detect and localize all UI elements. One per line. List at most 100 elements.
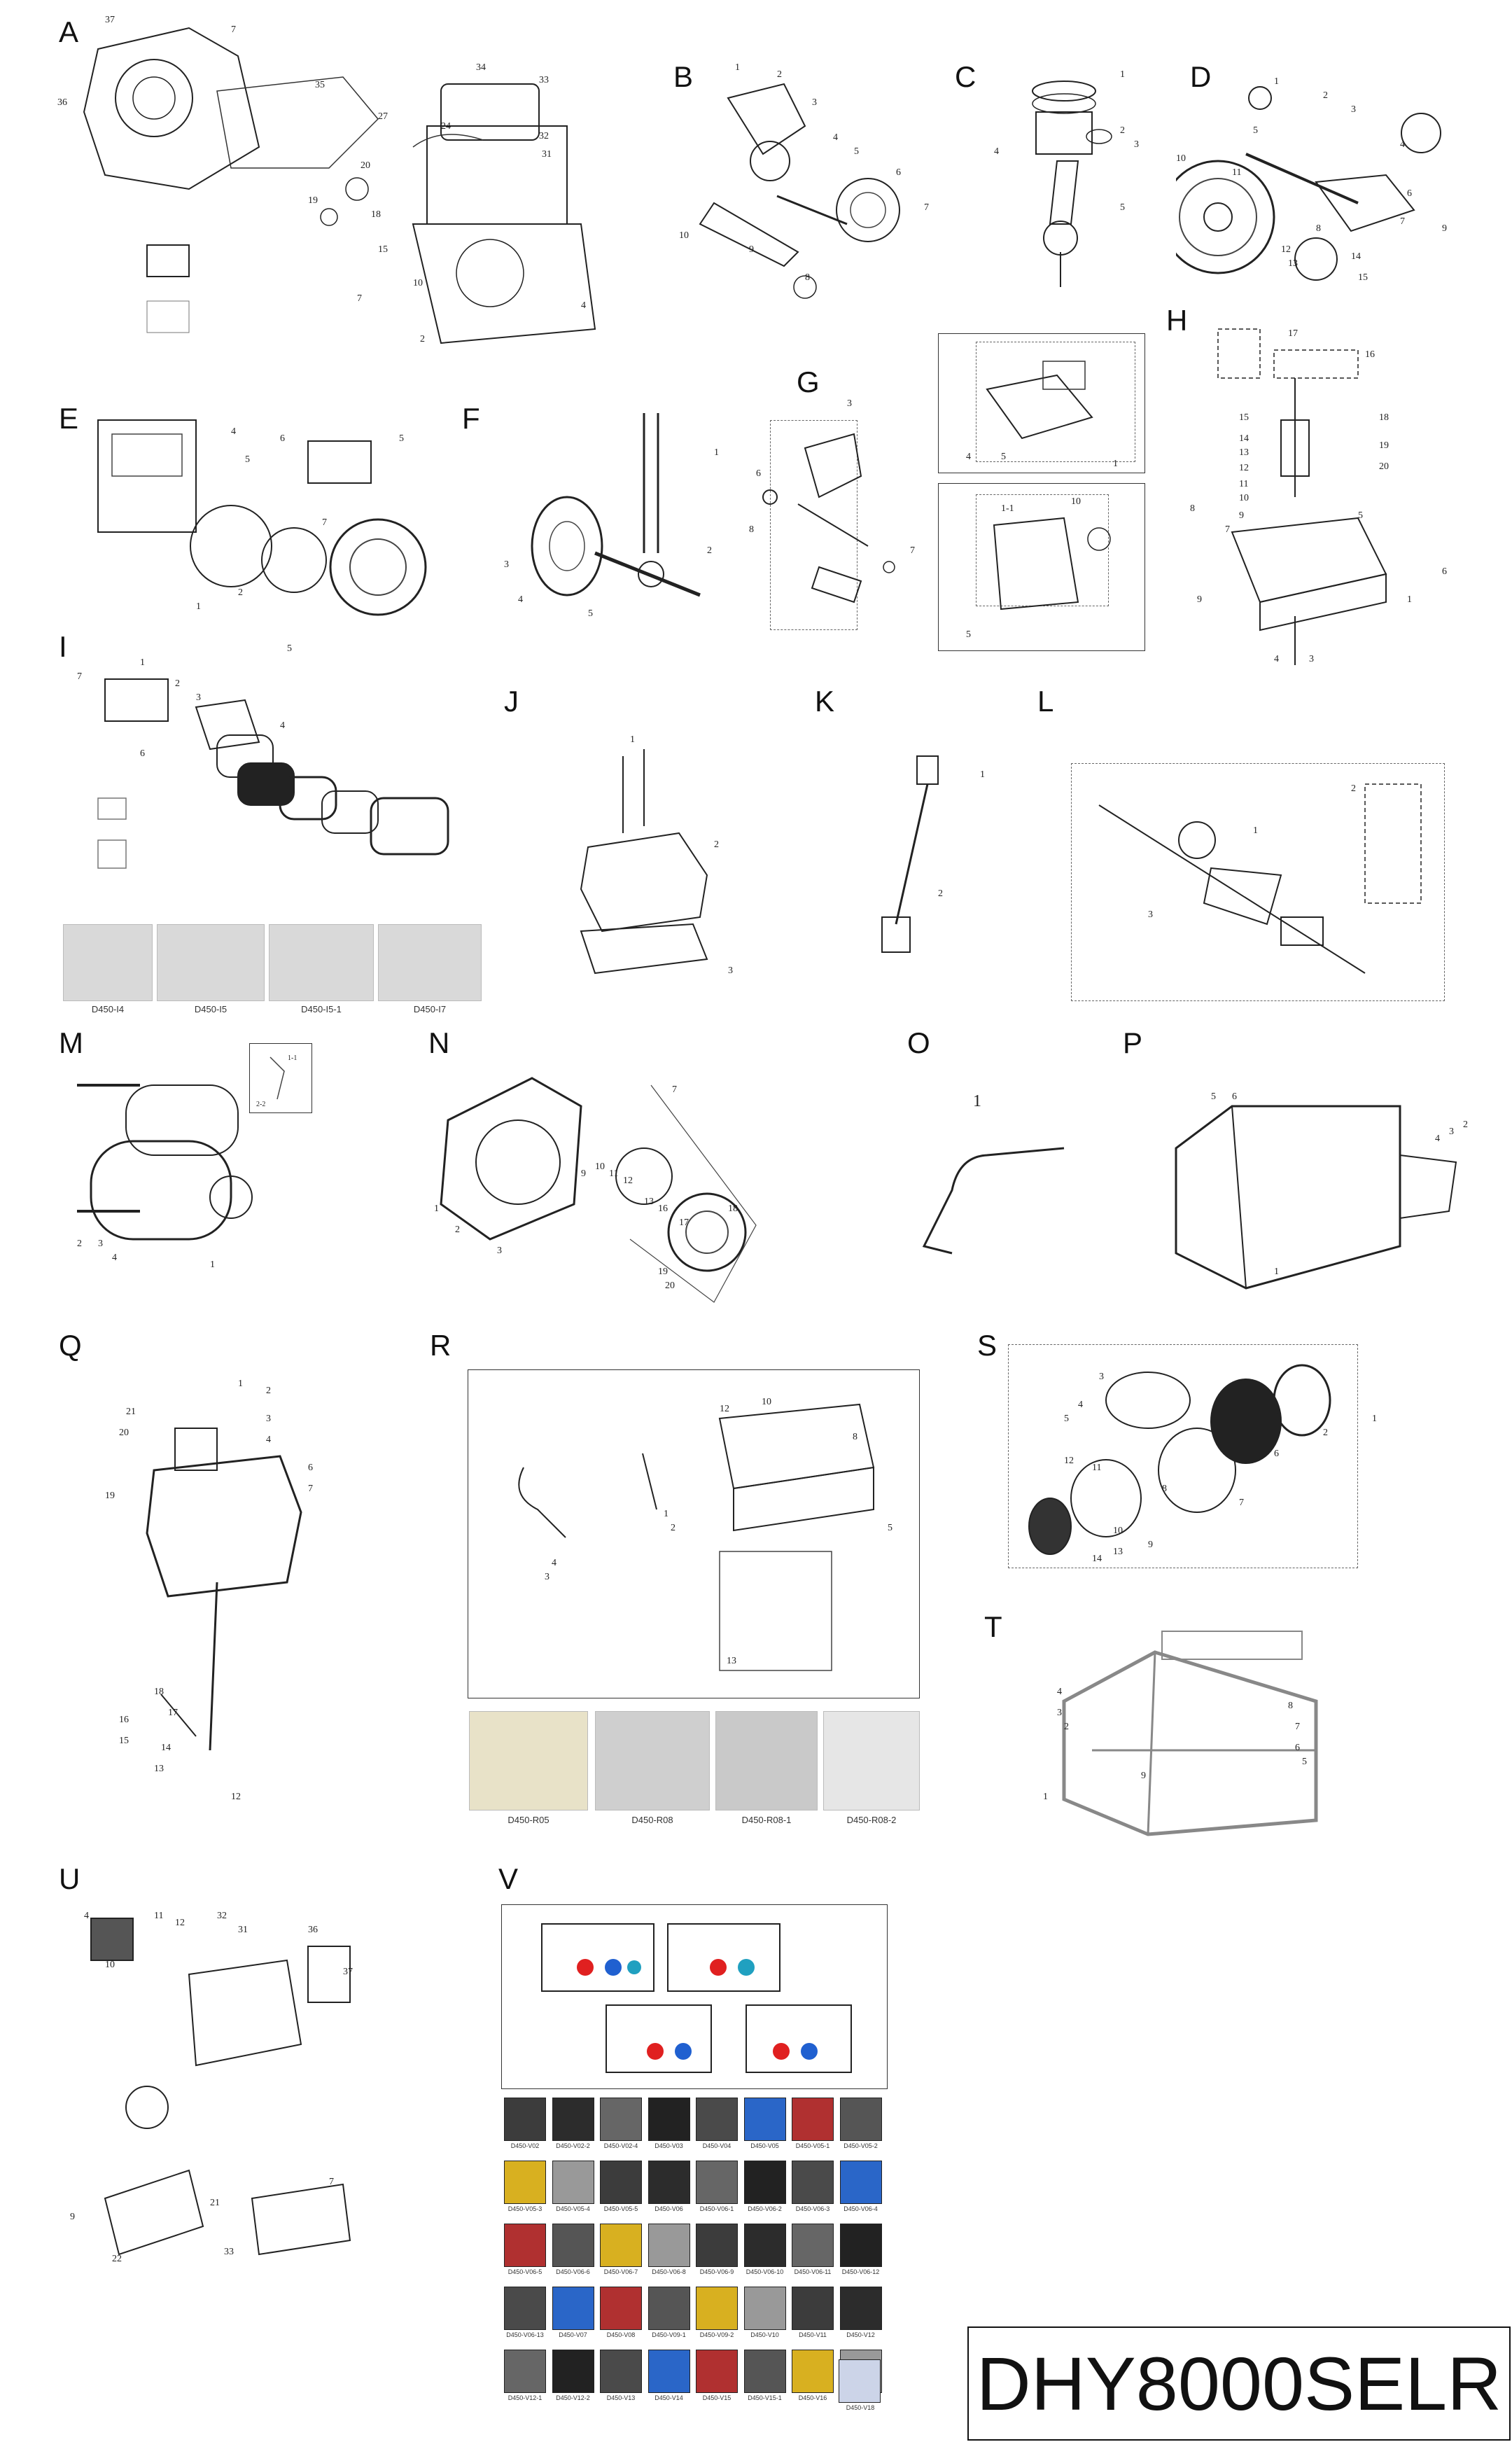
v-photo-25 bbox=[504, 2287, 546, 2330]
v-photo-15 bbox=[792, 2161, 834, 2204]
svg-text:3: 3 bbox=[1057, 1708, 1062, 1718]
diagram-o-fuel-pipe: 1 bbox=[903, 1078, 1099, 1274]
svg-text:10: 10 bbox=[413, 278, 423, 288]
v-photo-4 bbox=[648, 2098, 690, 2141]
section-label-u: U bbox=[59, 1862, 80, 1895]
v-photo-30 bbox=[743, 2287, 786, 2330]
svg-text:3: 3 bbox=[1134, 139, 1139, 150]
svg-text:8: 8 bbox=[749, 524, 754, 535]
svg-text:9: 9 bbox=[581, 1168, 586, 1179]
v-photo-34 bbox=[552, 2350, 594, 2393]
svg-text:20: 20 bbox=[119, 1428, 129, 1438]
svg-text:1-1: 1-1 bbox=[288, 1054, 297, 1062]
svg-text:9: 9 bbox=[1141, 1771, 1146, 1781]
v-photo-11 bbox=[600, 2161, 642, 2204]
svg-text:15: 15 bbox=[119, 1736, 129, 1746]
svg-text:17: 17 bbox=[679, 1217, 689, 1228]
v-caption-extra: D450-V18 bbox=[846, 2404, 875, 2411]
v-photo-31 bbox=[792, 2287, 834, 2330]
svg-text:1: 1 bbox=[1274, 76, 1279, 87]
v-photo-32 bbox=[839, 2287, 882, 2330]
v-photo-23 bbox=[792, 2224, 834, 2267]
svg-text:2: 2 bbox=[707, 545, 712, 556]
v-photo-caption: D450-V13 bbox=[606, 2394, 636, 2401]
svg-text:4: 4 bbox=[552, 1558, 556, 1568]
photo-r08-1 bbox=[715, 1711, 818, 1810]
v-photo-6 bbox=[743, 2098, 786, 2141]
section-label-o: O bbox=[907, 1026, 930, 1059]
svg-text:3: 3 bbox=[98, 1239, 103, 1249]
svg-text:4: 4 bbox=[966, 452, 971, 462]
section-label-r: R bbox=[430, 1329, 451, 1362]
photo-caption-r05: D450-R05 bbox=[507, 1815, 550, 1825]
svg-text:2: 2 bbox=[1323, 1428, 1328, 1438]
photo-i5 bbox=[157, 924, 265, 1001]
v-photo-9 bbox=[504, 2161, 546, 2204]
svg-text:4: 4 bbox=[112, 1253, 117, 1263]
svg-text:3: 3 bbox=[504, 559, 509, 570]
svg-text:7: 7 bbox=[231, 25, 236, 35]
svg-text:7: 7 bbox=[910, 545, 915, 556]
svg-text:14: 14 bbox=[1092, 1554, 1102, 1564]
svg-text:7: 7 bbox=[308, 1484, 313, 1494]
svg-text:6: 6 bbox=[1274, 1449, 1279, 1459]
svg-text:2: 2 bbox=[1064, 1722, 1069, 1732]
svg-text:6: 6 bbox=[756, 468, 761, 479]
svg-text:1: 1 bbox=[735, 62, 740, 73]
svg-text:12: 12 bbox=[1239, 463, 1249, 473]
svg-text:8: 8 bbox=[853, 1432, 858, 1442]
svg-text:10: 10 bbox=[679, 230, 689, 241]
svg-text:1: 1 bbox=[1372, 1414, 1377, 1424]
svg-text:1: 1 bbox=[434, 1203, 439, 1214]
section-label-m: M bbox=[59, 1026, 83, 1059]
diagram-g-assembly-inner-1 bbox=[976, 342, 1135, 462]
v-photo-1 bbox=[504, 2098, 546, 2141]
svg-text:19: 19 bbox=[105, 1491, 115, 1501]
section-label-c: C bbox=[955, 60, 976, 93]
section-label-q: Q bbox=[59, 1329, 82, 1362]
svg-text:16: 16 bbox=[658, 1203, 668, 1214]
svg-text:13: 13 bbox=[644, 1196, 654, 1207]
photo-i5-1 bbox=[269, 924, 374, 1001]
svg-text:1: 1 bbox=[210, 1260, 215, 1270]
svg-text:11: 11 bbox=[1092, 1463, 1101, 1473]
diagram-m-inset bbox=[249, 1043, 312, 1113]
svg-text:6: 6 bbox=[1442, 566, 1447, 577]
svg-text:31: 31 bbox=[238, 1925, 248, 1935]
section-label-i: I bbox=[59, 630, 67, 663]
svg-text:1: 1 bbox=[238, 1379, 243, 1389]
svg-text:10: 10 bbox=[595, 1161, 605, 1172]
photo-i7 bbox=[378, 924, 482, 1001]
svg-text:4: 4 bbox=[280, 720, 285, 731]
svg-text:7: 7 bbox=[357, 293, 362, 304]
svg-text:7: 7 bbox=[672, 1084, 677, 1095]
svg-text:3: 3 bbox=[1309, 654, 1314, 664]
v-photo-caption: D450-V06-10 bbox=[746, 2268, 784, 2275]
section-label-e: E bbox=[59, 402, 79, 435]
v-photo-39 bbox=[792, 2350, 834, 2393]
section-label-t: T bbox=[984, 1610, 1002, 1643]
svg-text:6: 6 bbox=[308, 1463, 313, 1473]
v-photo-caption: D450-V06-5 bbox=[507, 2268, 542, 2275]
v-photo-caption: D450-V09-2 bbox=[699, 2331, 734, 2338]
diagram-m-inset-drawing: 1-1 2-2 bbox=[249, 1043, 312, 1113]
svg-text:2: 2 bbox=[455, 1225, 460, 1235]
v-photo-19 bbox=[600, 2224, 642, 2267]
svg-text:13: 13 bbox=[1239, 447, 1249, 458]
v-photo-2 bbox=[552, 2098, 594, 2141]
svg-text:12: 12 bbox=[1281, 244, 1291, 255]
v-photo-caption: D450-V06-12 bbox=[841, 2268, 880, 2275]
svg-text:19: 19 bbox=[308, 195, 318, 206]
photo-r05 bbox=[469, 1711, 588, 1810]
svg-text:8: 8 bbox=[1162, 1484, 1167, 1494]
svg-text:6: 6 bbox=[140, 748, 145, 759]
svg-text:19: 19 bbox=[658, 1267, 668, 1277]
svg-text:18: 18 bbox=[154, 1687, 164, 1697]
svg-text:10: 10 bbox=[1113, 1526, 1123, 1536]
